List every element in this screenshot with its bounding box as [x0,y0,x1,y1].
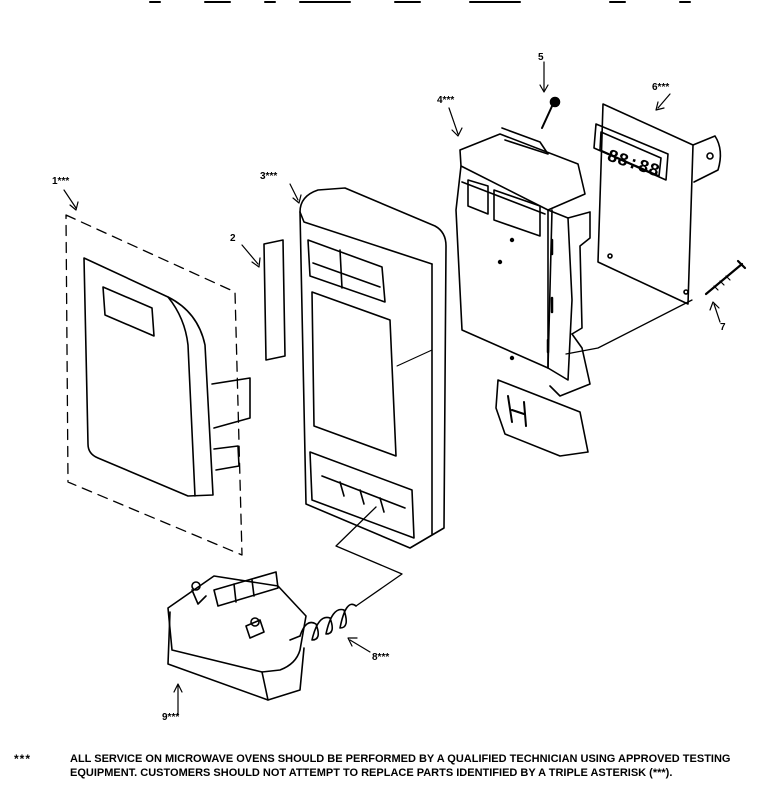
callout-7: 7 [720,322,726,333]
part-6-display-board: 88:88 [593,103,722,305]
callout-2: 2 [230,233,236,244]
callout-1: 1*** [52,176,70,187]
callout-6: 6*** [652,82,670,93]
callout-4: 4*** [437,95,455,106]
callout-8: 8*** [372,652,390,663]
display-readout: 88:88 [604,147,662,183]
part-4-chassis [455,127,591,457]
part-7-screw [704,259,747,296]
callout-5: 5 [538,52,544,63]
part-2-strip [263,239,286,361]
footnote-mark: *** [14,752,32,766]
wiring [335,299,693,607]
part-5-screw [541,96,561,129]
callout-3: 3*** [260,171,278,182]
part-8-spring [299,603,357,641]
part-9-latch [167,571,307,701]
callout-9: 9*** [162,712,180,723]
footnote-text: ALL SERVICE ON MICROWAVE OVENS SHOULD BE… [70,753,731,779]
leader-lines [63,61,721,716]
part-1-control-overlay [65,214,251,556]
part-3-panel-frame [299,187,447,549]
